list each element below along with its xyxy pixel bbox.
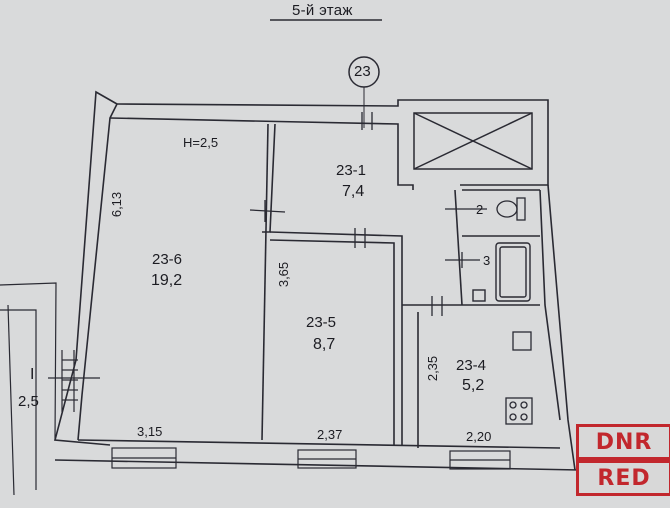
dim-room4-width: 2,20 (466, 429, 492, 444)
stair-value: 2,5 (18, 393, 39, 410)
room-23-1-code: 23-1 (336, 162, 367, 179)
bottom-wall-inner (77, 439, 561, 449)
stove (505, 397, 533, 425)
shaft-box (413, 112, 533, 170)
room-23-1-area: 7,4 (342, 183, 365, 200)
dim-room5-height: 3,65 (276, 261, 292, 288)
room-3-label: 3 (483, 253, 491, 268)
room-23-5-area: 8,7 (313, 336, 336, 353)
floor-title: 5-й этаж (292, 2, 353, 19)
bottom-wall-outer (54, 459, 581, 471)
sink (512, 331, 532, 351)
interior-walls (261, 123, 540, 448)
room-23-6-area: 19,2 (151, 272, 183, 289)
exterior-walls (53, 90, 581, 471)
shaft (413, 112, 533, 170)
left-wall-inner (77, 103, 118, 441)
room-23-6-code: 23-6 (152, 251, 183, 268)
room-2-label: 2 (476, 202, 484, 217)
kitchen-fixtures (505, 331, 533, 425)
door-marks (249, 112, 487, 316)
dim-room4-height: 2,35 (425, 355, 441, 382)
bathtub (472, 242, 531, 302)
left-stair (0, 282, 100, 496)
dim-room5-width: 2,37 (317, 427, 343, 442)
room-23-4-area: 5,2 (462, 377, 485, 394)
partition-bath (454, 189, 463, 306)
right-wall-inner (539, 189, 561, 421)
toilet (496, 197, 526, 221)
stair-numeral: I (30, 366, 35, 383)
partition-mid-h-b (269, 239, 395, 446)
partition-left (261, 123, 269, 441)
partition-mid-h (269, 231, 403, 446)
top-wall-inner (109, 117, 414, 190)
watermark-line2: RED (576, 460, 670, 496)
ceiling-height: H=2,5 (183, 135, 219, 150)
windows (111, 447, 511, 470)
partition-left-b (262, 123, 276, 233)
watermark-line1: DNR (576, 424, 670, 460)
room-23-4-code: 23-4 (456, 357, 487, 374)
dim-room6-width: 3,15 (137, 424, 163, 439)
dim-room6-height: 6,13 (109, 191, 125, 218)
right-wall-outer (547, 184, 576, 471)
apartment-number: 23 (354, 63, 371, 80)
top-wall-outer (116, 99, 549, 186)
room-23-5-code: 23-5 (306, 314, 337, 331)
